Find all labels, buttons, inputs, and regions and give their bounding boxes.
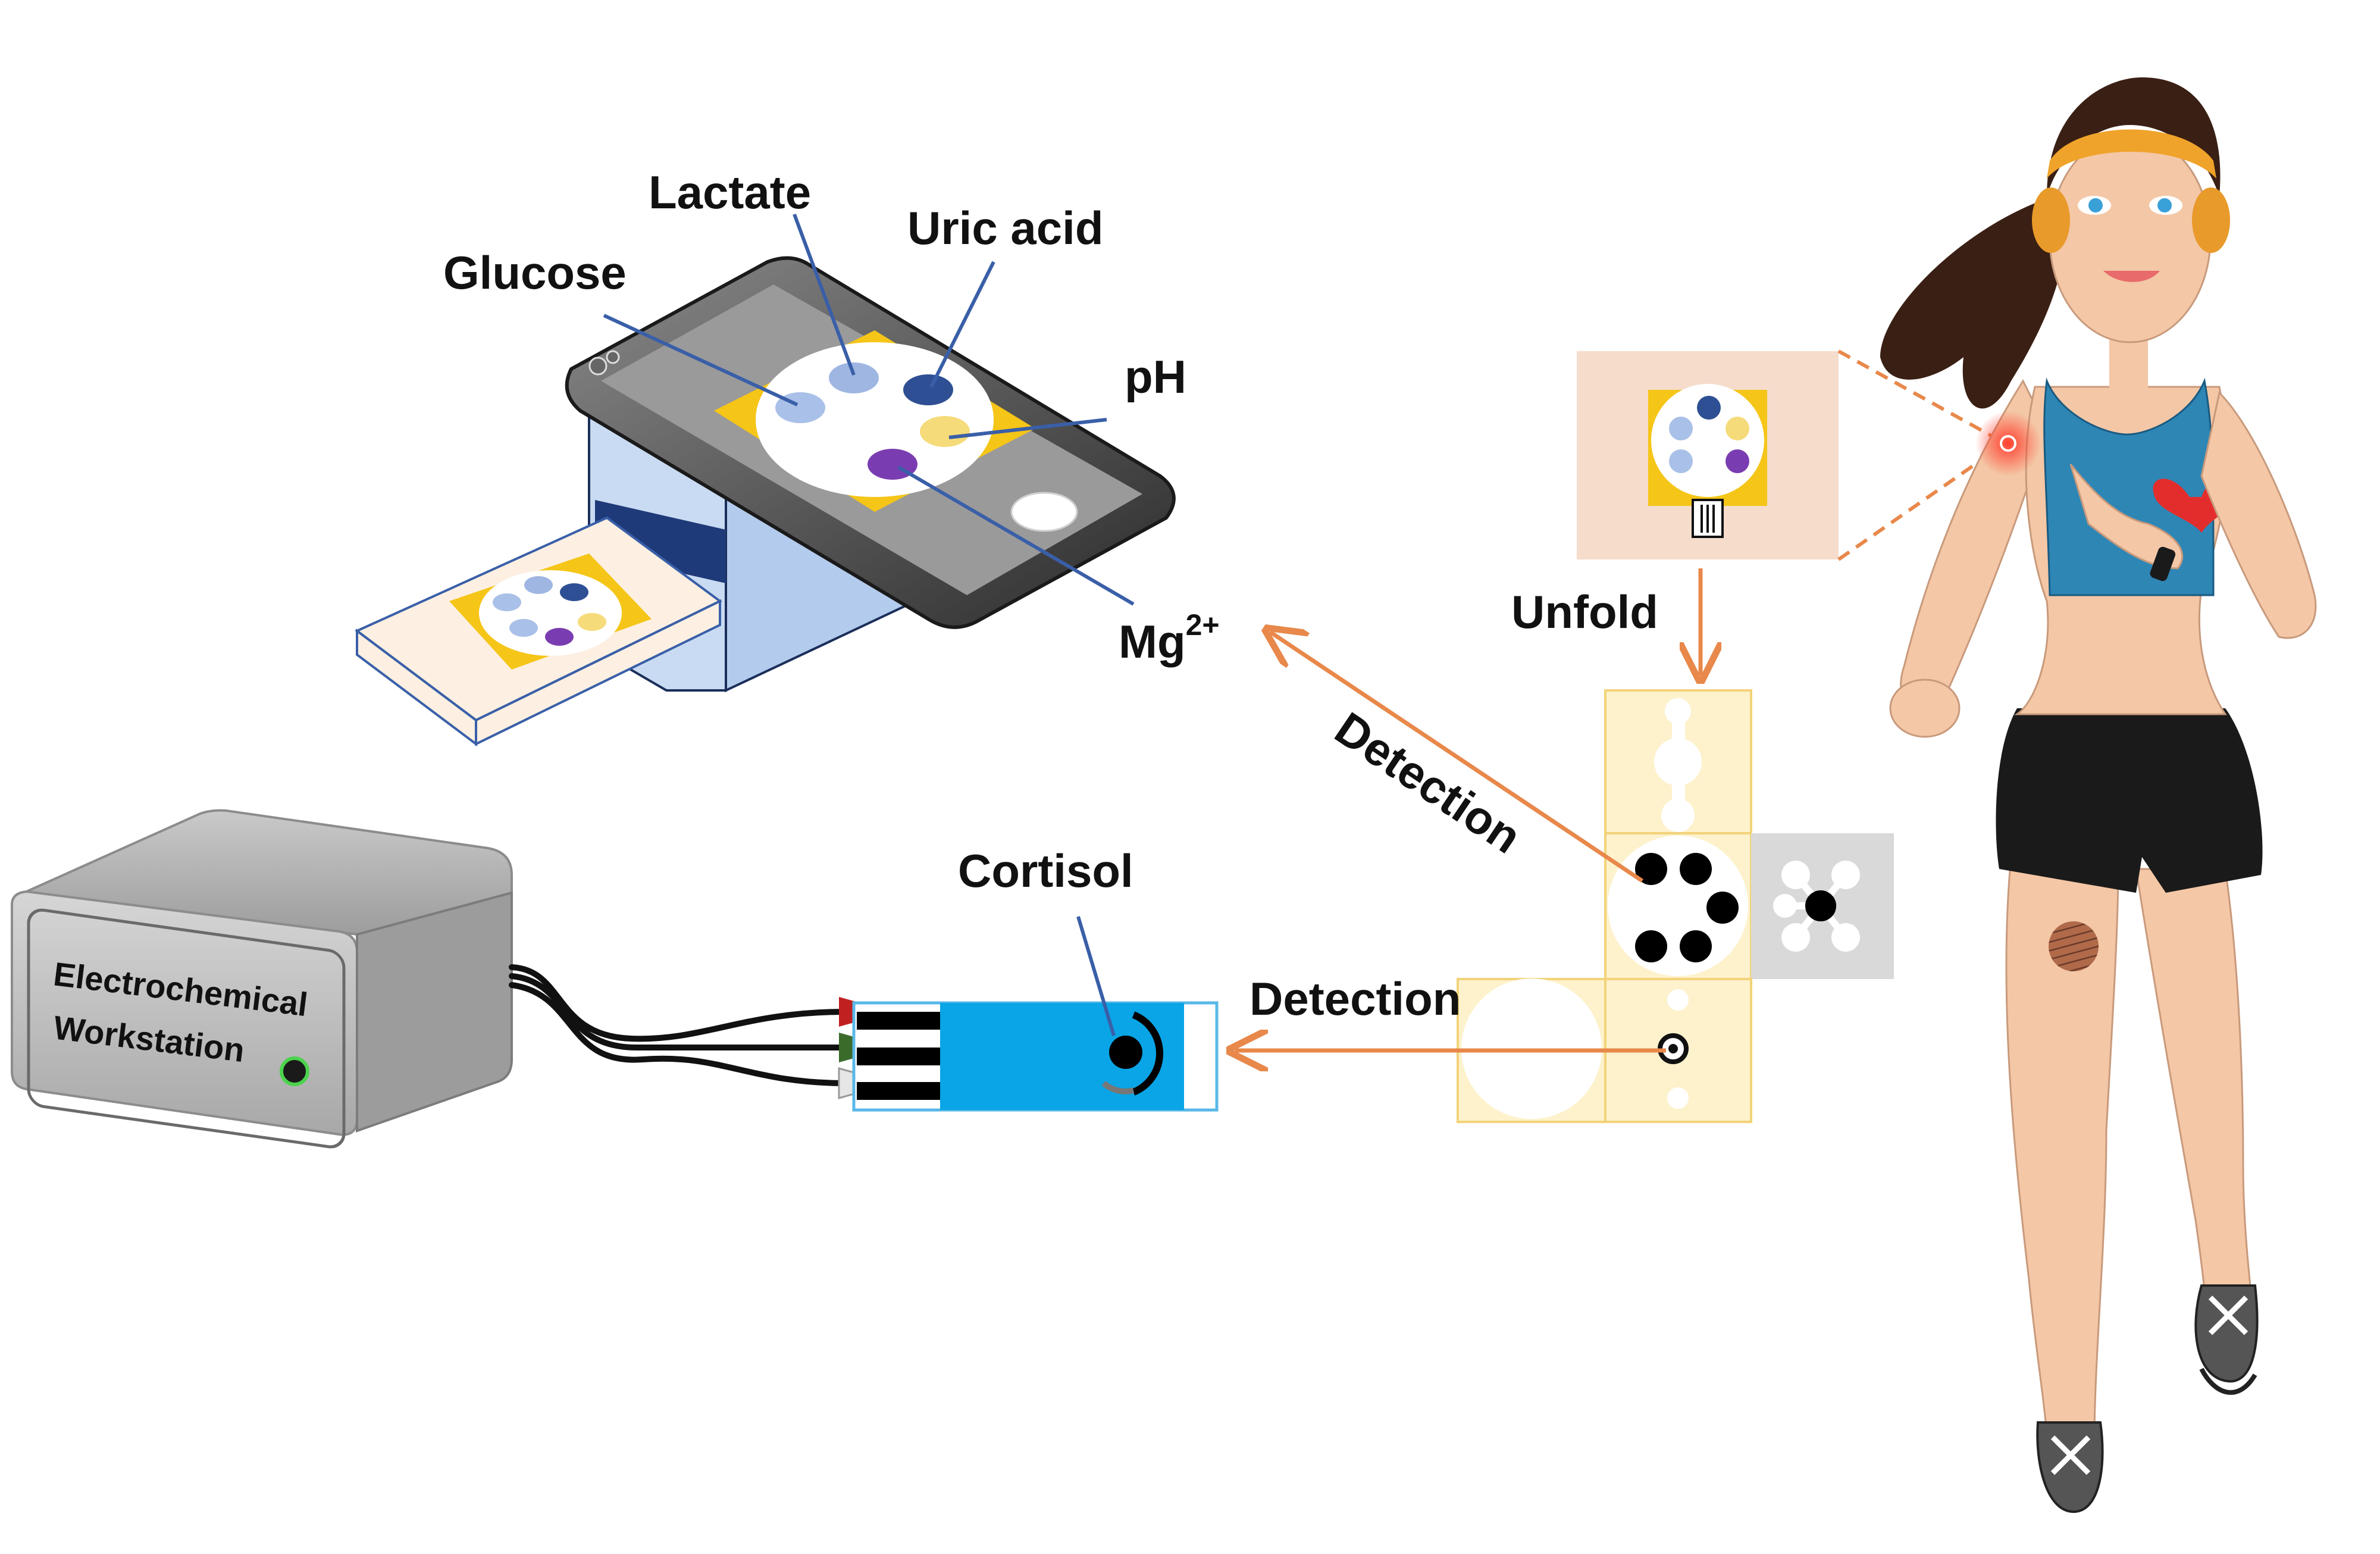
smartphone (565, 256, 1176, 629)
glucose-label: Glucose (443, 246, 627, 299)
smartphone-reader-group (355, 213, 1176, 746)
electrode-cables (509, 964, 848, 1086)
unfold-label: Unfold (1511, 586, 1658, 638)
patch-dot-4 (1680, 930, 1712, 962)
mg-label-base: Mg (1119, 615, 1186, 668)
runner-headband (2047, 129, 2216, 179)
patch-dot-3 (1706, 892, 1739, 924)
working-electrode-icon (1109, 1036, 1142, 1069)
mg-label-superscript: 2+ (1186, 608, 1220, 642)
headphone-right-icon (2192, 187, 2230, 253)
patch-dot-5 (1635, 930, 1667, 962)
runner-shoe-right (2194, 1284, 2259, 1383)
detection-label-horizontal: Detection (1250, 973, 1461, 1025)
arm-patch-glow (1975, 411, 2041, 476)
electrochemical-workstation (11, 809, 513, 1149)
phone-ph-dot (920, 416, 970, 447)
phone-camera-icon (588, 357, 607, 376)
arm-patch-icon (2000, 435, 2016, 452)
mg-label: Mg2+ (1119, 608, 1220, 668)
patch-dot-1 (1635, 853, 1667, 885)
headphone-left-icon (2032, 187, 2070, 253)
runner-illustration (1880, 77, 2317, 1514)
cortisol-label: Cortisol (958, 845, 1133, 897)
runner-watch (2150, 546, 2176, 581)
runner-head (2049, 133, 2212, 343)
phone-uric-dot (903, 374, 953, 405)
phone-lactate-dot (829, 362, 879, 393)
detection-arrow-diagonal (1270, 632, 1643, 883)
uric-acid-label: Uric acid (907, 202, 1103, 254)
lactate-label: Lactate (649, 166, 811, 218)
runner-shorts (1996, 708, 2263, 893)
detection-label-diagonal: Detection (1326, 702, 1530, 864)
knee-sensor (2049, 921, 2099, 971)
paper-tray (355, 516, 722, 746)
patch-dot-2 (1680, 853, 1712, 885)
phone-home-button (1010, 492, 1078, 532)
zoom-dashed-lines (1837, 349, 2006, 561)
ph-label: pH (1125, 351, 1186, 403)
power-indicator-icon (280, 1056, 309, 1086)
cortisol-leader-line (1076, 916, 1116, 1036)
cortisol-sensor-strip (852, 916, 1219, 1112)
unfolded-patch (1457, 689, 1894, 1123)
phone-leader-lines (603, 213, 1135, 606)
folded-patch-inset (1577, 351, 1839, 559)
runner-shoe-left (2036, 1421, 2104, 1514)
runner-ponytail (1880, 196, 2065, 409)
